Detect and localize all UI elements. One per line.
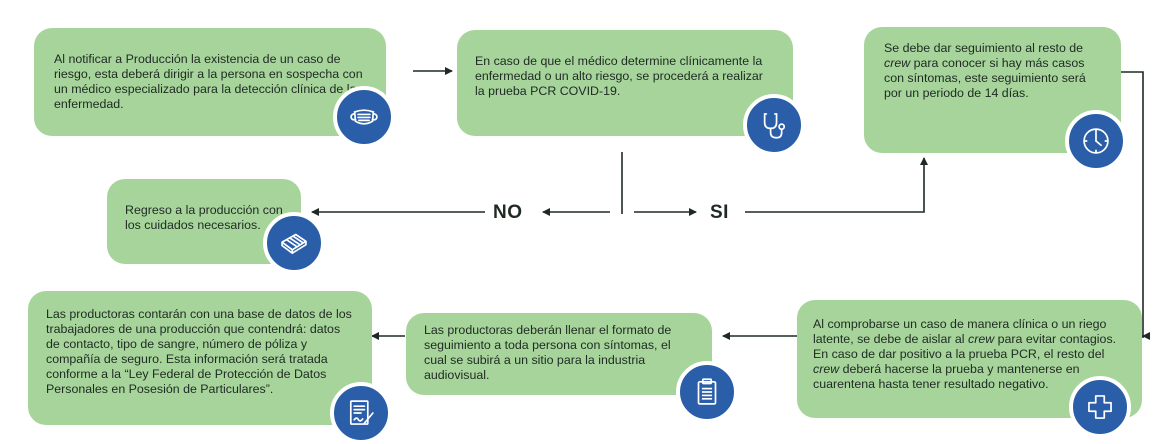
step-return-text: Regreso a la producción con los cuidados… [125, 203, 283, 232]
stethoscope-icon [743, 94, 805, 156]
step-pcr-text: En caso de que el médico determine clíni… [475, 54, 763, 98]
clipboard-icon [676, 361, 738, 423]
medical-cross-icon [1069, 376, 1131, 438]
arrow-si-to-followup [745, 157, 928, 213]
step-format-text: Las productoras deberán llenar el format… [424, 323, 672, 382]
step-isolate-text: Al comprobarse un caso de manera clínica… [813, 317, 1117, 391]
step-format-box: Las productoras deberán llenar el format… [406, 313, 712, 395]
clock-icon [1065, 110, 1127, 172]
branch-si-label: SI [710, 202, 729, 223]
clapperboard-icon [263, 212, 325, 274]
step-notify-text: Al notificar a Producción la existencia … [54, 52, 363, 111]
document-signature-icon [330, 382, 392, 444]
step-followup-text: Se debe dar seguimiento al resto de crew… [884, 41, 1086, 100]
step-notify-box: Al notificar a Producción la existencia … [34, 28, 386, 136]
step-database-box: Las productoras contarán con una base de… [28, 291, 372, 425]
step-pcr-box: En caso de que el médico determine clíni… [457, 30, 793, 136]
branch-no-label: NO [493, 202, 523, 223]
step-isolate-box: Al comprobarse un caso de manera clínica… [797, 300, 1142, 418]
step-database-text: Las productoras contarán con una base de… [46, 307, 352, 396]
face-mask-icon [333, 86, 395, 148]
